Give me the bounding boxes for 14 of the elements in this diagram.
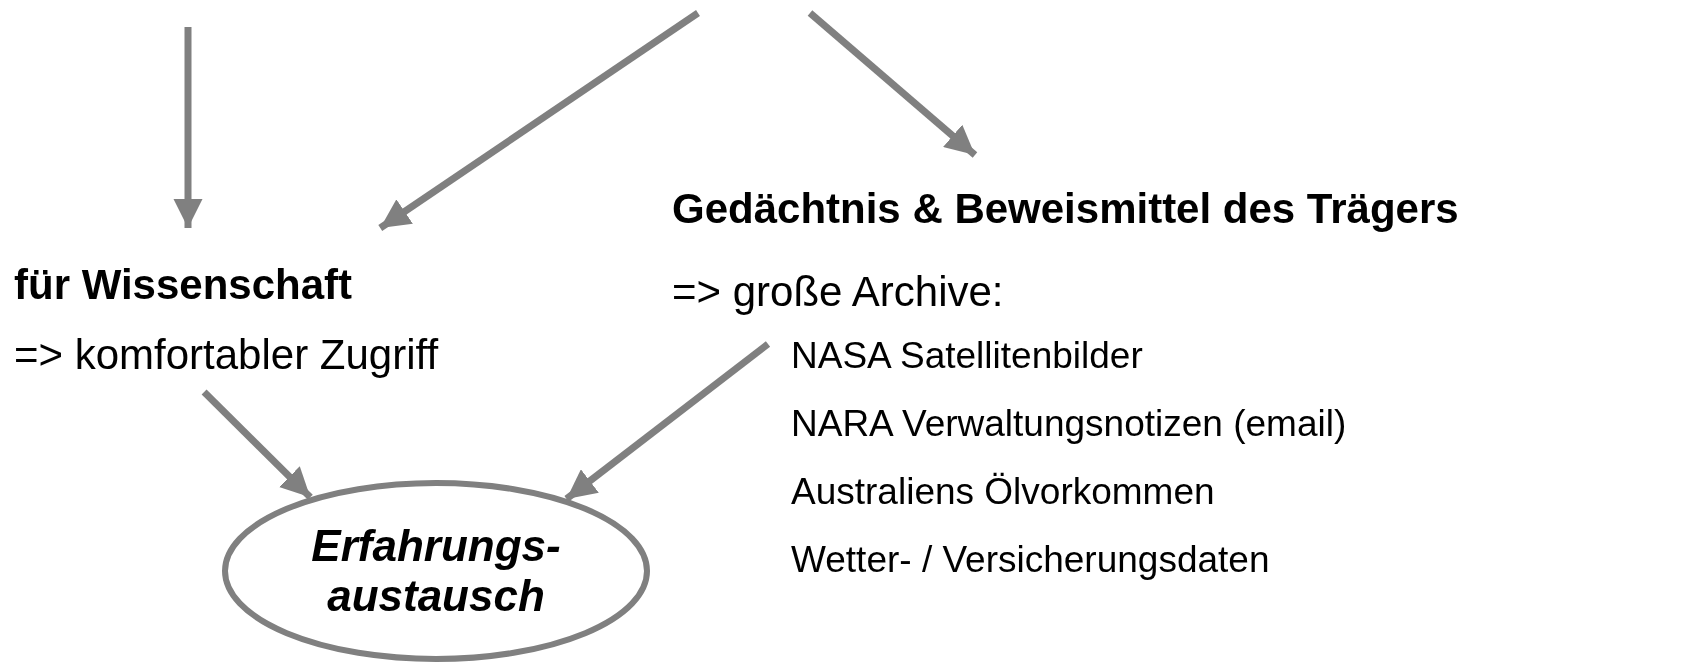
arrow xyxy=(378,10,700,231)
subheading: => große Archive: xyxy=(672,267,1005,317)
ellipse-label: Erfahrungs- austausch xyxy=(310,521,562,621)
heading: für Wissenschaft xyxy=(14,260,354,310)
arrow xyxy=(564,341,771,502)
list-item: NARA Verwaltungsnotizen (email) xyxy=(791,402,1348,446)
list-item: NASA Satellitenbilder xyxy=(791,334,1144,378)
ellipse-node xyxy=(221,479,651,663)
arrow xyxy=(201,389,313,500)
list-item: Australiens Ölvorkommen xyxy=(791,470,1216,514)
heading: Gedächtnis & Beweismittel des Trägers xyxy=(672,184,1460,234)
arrow xyxy=(807,10,978,158)
list-item: Wetter- / Versicherungsdaten xyxy=(791,538,1271,582)
subheading: => komfortabler Zugriff xyxy=(14,330,440,380)
